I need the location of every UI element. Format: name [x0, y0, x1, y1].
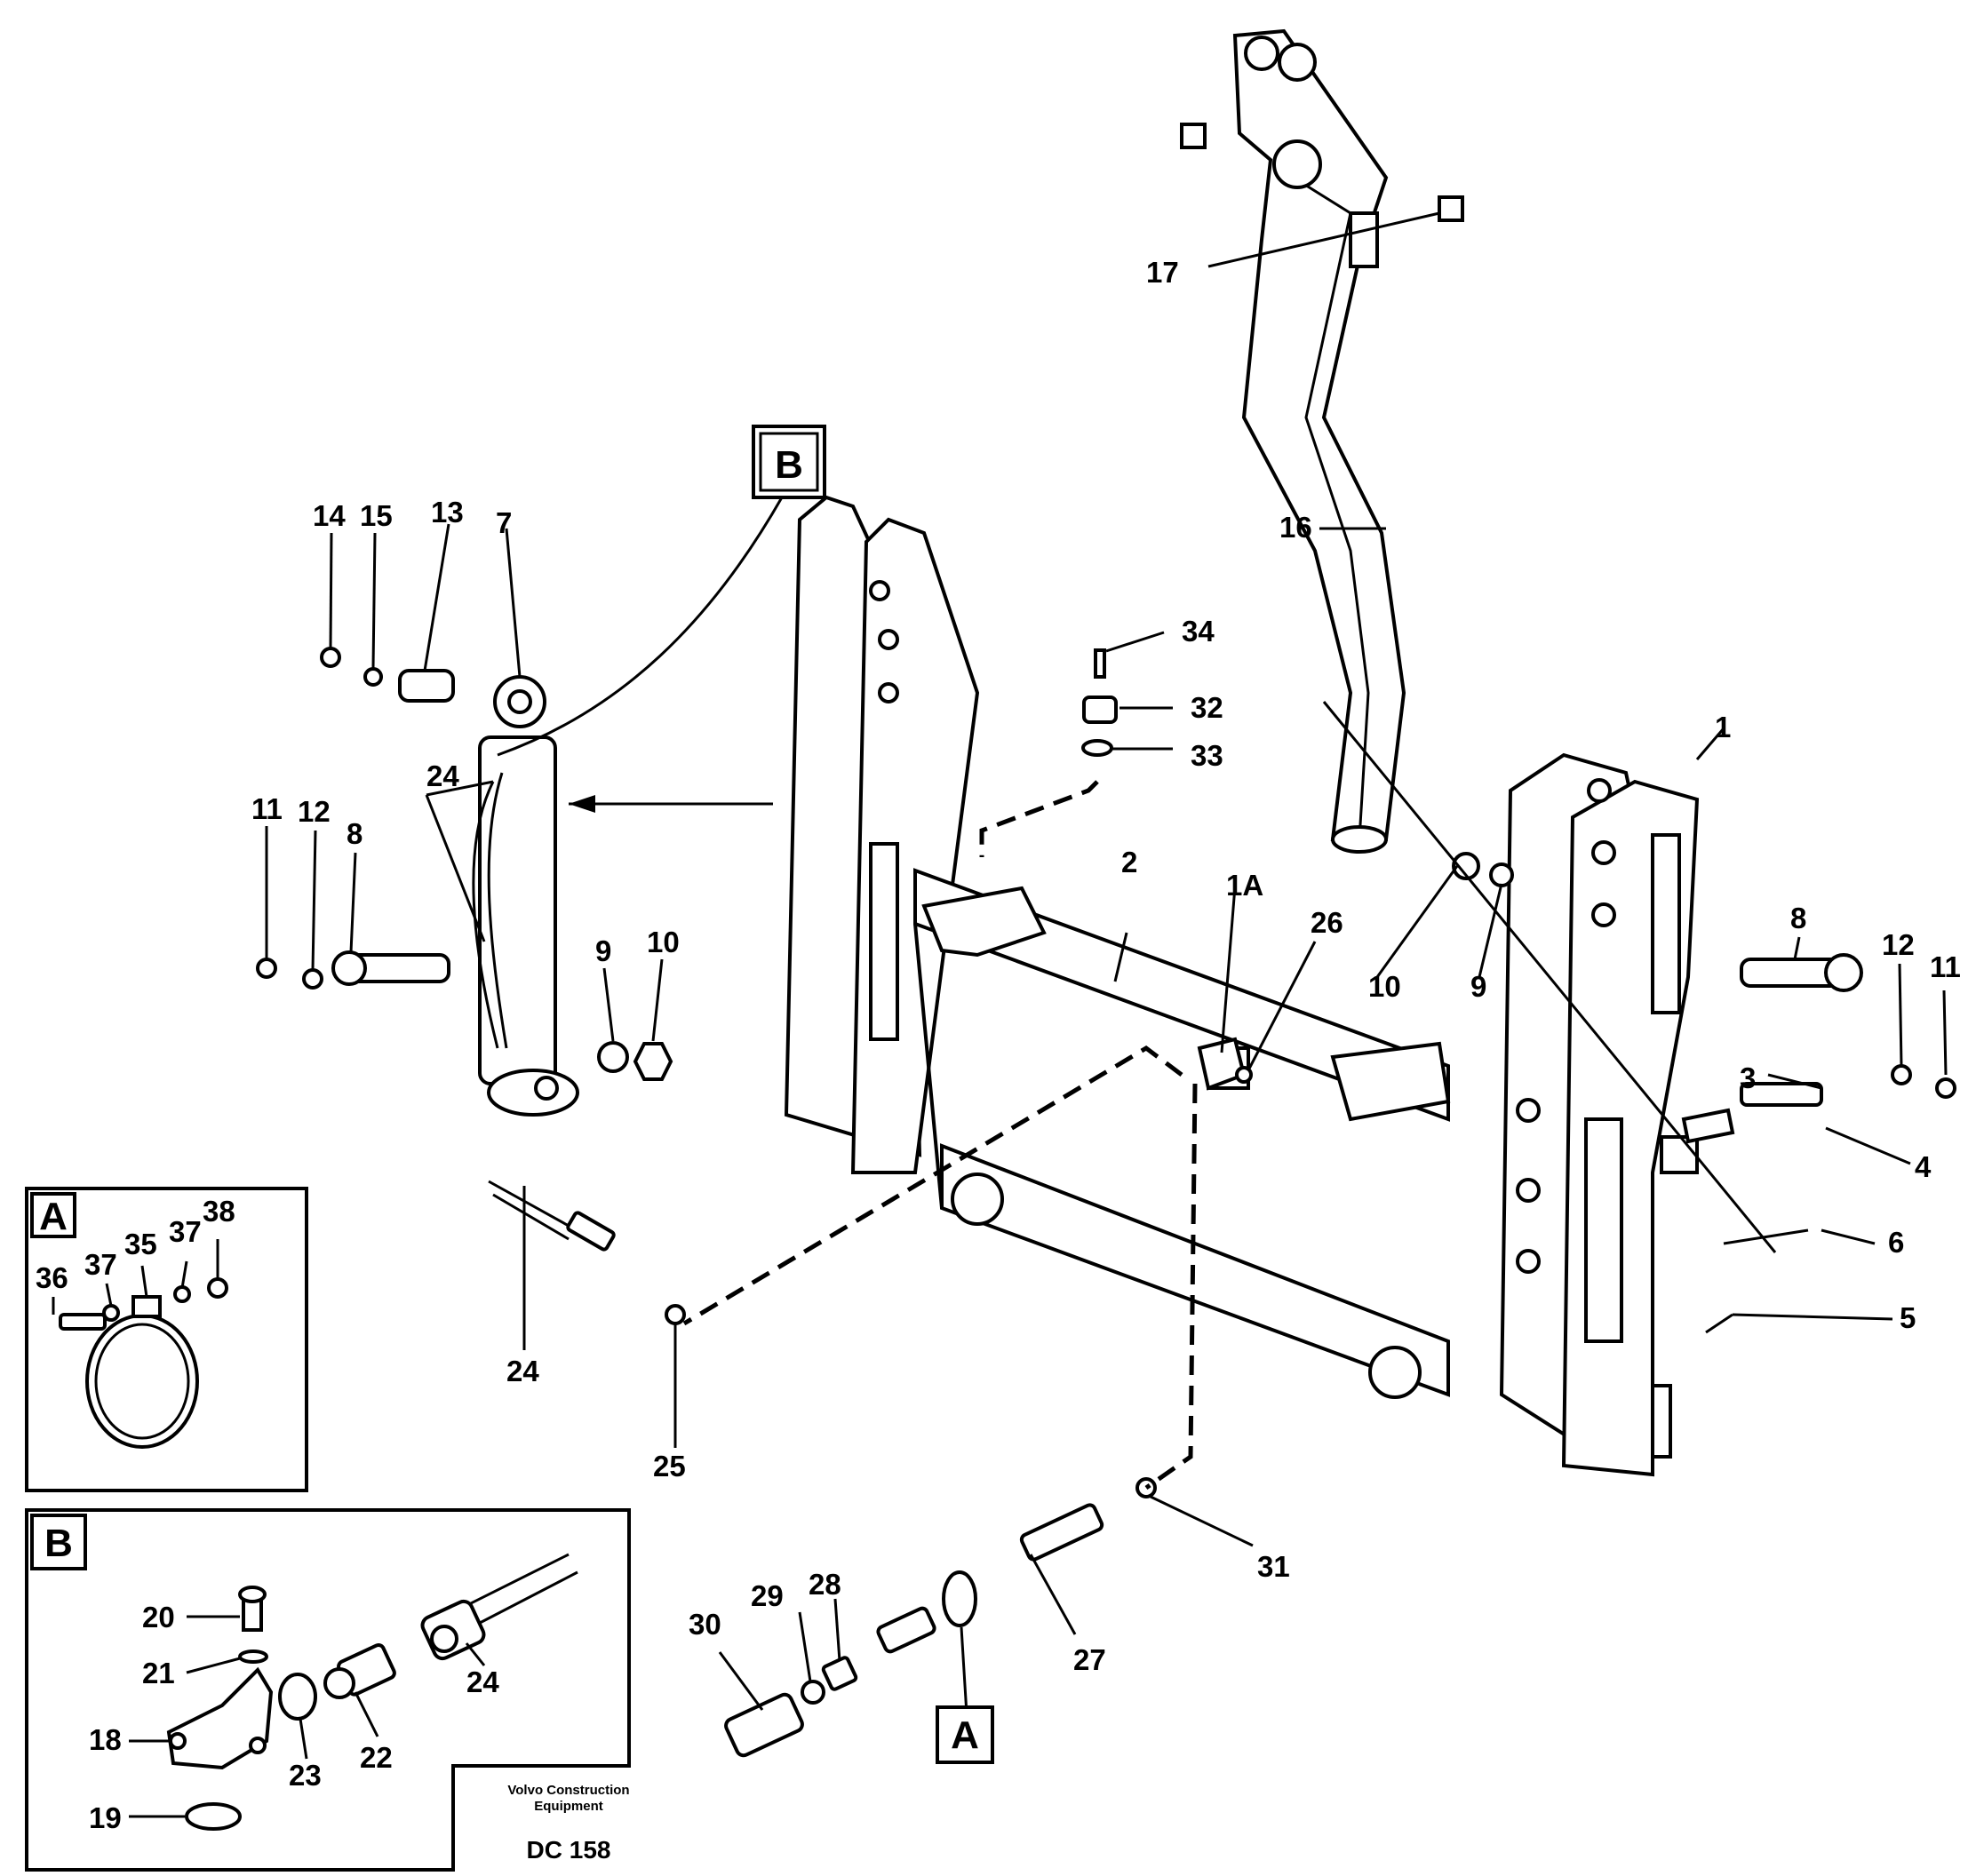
company-name-line1: Volvo Construction [507, 1783, 629, 1798]
part-label-36: 36 [36, 1261, 68, 1294]
coupling-assembly [724, 1477, 1157, 1758]
callout-b-label: B [775, 443, 803, 487]
part-label-6: 6 [1888, 1226, 1904, 1259]
part-label-5: 5 [1900, 1301, 1916, 1334]
part-label-37-left: 37 [84, 1248, 117, 1281]
part-label-10-left: 10 [647, 926, 680, 958]
part-label-30: 30 [689, 1608, 721, 1641]
part-label-9-left: 9 [595, 934, 611, 967]
part-label-34: 34 [1182, 615, 1215, 648]
hose-route-2 [682, 1045, 1183, 1326]
detail-a-label: A [39, 1195, 68, 1238]
detail-b-inset: B Volvo Construction Equipment DC 158 [25, 1508, 631, 1872]
hook-arm [1180, 28, 1464, 854]
hose-route-1 [979, 780, 1099, 857]
part-label-8-right: 8 [1790, 902, 1806, 934]
part-number-labels: 1 1A 2 3 4 5 6 7 8 8 9 9 10 10 11 11 12 … [36, 256, 1961, 1834]
hose-route-3 [1144, 1083, 1198, 1490]
drawing-code: DC 158 [527, 1836, 611, 1864]
part-label-25: 25 [653, 1450, 686, 1483]
part-label-33: 33 [1191, 739, 1223, 772]
part-label-17: 17 [1146, 256, 1179, 289]
part-label-26: 26 [1311, 906, 1343, 939]
part-label-10-right: 10 [1368, 970, 1401, 1003]
part-label-28: 28 [809, 1568, 841, 1601]
part-label-15: 15 [360, 499, 393, 532]
part-label-29: 29 [751, 1579, 784, 1612]
part-label-22: 22 [360, 1741, 393, 1774]
part-label-3: 3 [1740, 1061, 1756, 1094]
hose-24 [488, 1180, 686, 1325]
part-label-1: 1 [1715, 711, 1731, 743]
hydraulic-cylinder [256, 647, 673, 1117]
part-label-8-left: 8 [347, 817, 363, 850]
detail-b-label: B [44, 1522, 73, 1565]
part-label-1a: 1A [1226, 869, 1263, 902]
part-label-12-right: 12 [1882, 928, 1915, 961]
part-label-16: 16 [1279, 511, 1312, 544]
part-label-38: 38 [203, 1195, 235, 1228]
part-label-14: 14 [313, 499, 346, 532]
part-label-24-hose: 24 [506, 1355, 539, 1387]
part-label-24-detail-b: 24 [466, 1665, 499, 1698]
part-label-32: 32 [1191, 691, 1223, 724]
part-label-35: 35 [124, 1228, 157, 1260]
callout-b: B [752, 425, 826, 499]
part-label-27: 27 [1073, 1643, 1106, 1676]
callout-a: A [936, 1705, 994, 1764]
attachment-frame [784, 495, 1700, 1477]
right-side-parts [1452, 852, 1956, 1334]
part-label-37-right: 37 [169, 1215, 202, 1248]
part-label-11-left: 11 [251, 792, 283, 825]
part-label-9-right: 9 [1470, 970, 1486, 1003]
part-label-11-right: 11 [1930, 950, 1961, 983]
part-label-23: 23 [289, 1759, 322, 1792]
callout-a-label: A [951, 1713, 979, 1757]
part-label-21: 21 [142, 1657, 175, 1689]
part-label-20: 20 [142, 1601, 175, 1634]
detail-a-inset: A [25, 1187, 308, 1492]
part-label-13: 13 [431, 496, 464, 529]
part-label-12-left: 12 [298, 795, 331, 828]
part-label-2: 2 [1121, 846, 1137, 878]
part-label-18: 18 [89, 1723, 122, 1756]
company-name-line2: Equipment [534, 1799, 603, 1814]
cap-assembly [1081, 648, 1118, 757]
part-label-31: 31 [1257, 1550, 1290, 1583]
part-label-4: 4 [1915, 1150, 1932, 1183]
leader-lines [265, 211, 1948, 1715]
part-label-24-cylinder: 24 [426, 759, 459, 792]
part-label-7: 7 [496, 506, 512, 539]
part-label-19: 19 [89, 1801, 122, 1834]
